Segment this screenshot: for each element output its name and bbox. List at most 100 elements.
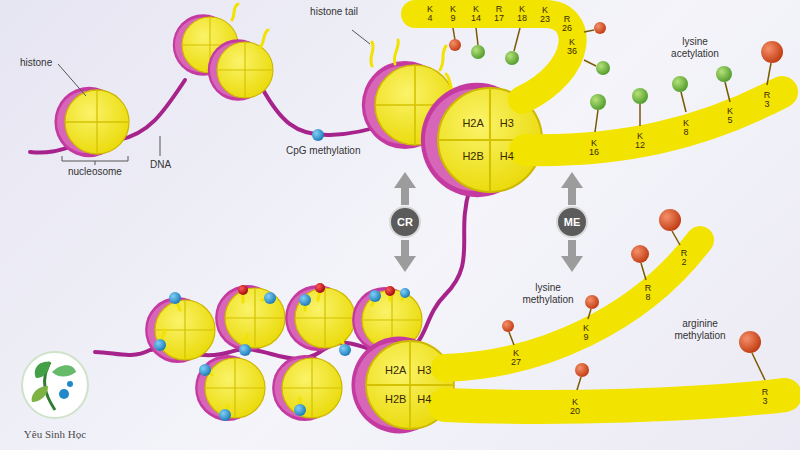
illustration-part bbox=[725, 82, 730, 102]
illustration-part bbox=[385, 286, 395, 296]
illustration-part bbox=[681, 92, 686, 112]
illustration-part bbox=[476, 28, 478, 45]
residue-label: K 9 bbox=[447, 5, 460, 23]
illustration-part bbox=[32, 386, 48, 402]
illustration-part bbox=[767, 63, 771, 85]
illustration-part bbox=[352, 30, 370, 44]
illustration-part bbox=[415, 14, 573, 100]
residue-label: K 5 bbox=[724, 107, 737, 125]
histone-label: H2A bbox=[385, 365, 406, 376]
part-label: lysine acetylation bbox=[664, 36, 726, 59]
illustration-part bbox=[62, 156, 128, 165]
illustration-part bbox=[577, 377, 581, 390]
illustration-part bbox=[584, 60, 596, 66]
residue-label: K 36 bbox=[566, 38, 579, 56]
residue-label: K 16 bbox=[588, 139, 601, 157]
part-label: arginine methylation bbox=[667, 318, 733, 341]
illustration-part bbox=[761, 41, 783, 63]
illustration-part bbox=[739, 331, 761, 353]
lollipops-top bbox=[449, 22, 783, 132]
watermark: Yêu Sinh Học bbox=[7, 428, 103, 441]
residue-label: K 23 bbox=[539, 6, 552, 24]
residue-label: R 3 bbox=[759, 388, 772, 406]
illustration-part bbox=[154, 339, 166, 351]
illustration-part bbox=[445, 240, 700, 368]
histone-label: H2B bbox=[462, 151, 483, 162]
process-circle: CR bbox=[389, 206, 421, 238]
illustration-part bbox=[52, 365, 76, 376]
illustration-part bbox=[294, 404, 306, 416]
cluster-dots bbox=[154, 283, 410, 421]
illustration-part bbox=[639, 104, 641, 126]
illustration-part bbox=[35, 362, 50, 378]
illustration-part bbox=[631, 245, 649, 263]
transition-arrows bbox=[394, 172, 583, 272]
residue-label: R 26 bbox=[561, 15, 574, 33]
illustration-part bbox=[595, 110, 598, 132]
illustration-part bbox=[58, 64, 86, 96]
illustration-part bbox=[59, 389, 69, 399]
residue-label: R 8 bbox=[642, 284, 655, 302]
upper-nucleosomes bbox=[54, 14, 455, 157]
part-label: histone tail bbox=[310, 6, 358, 18]
histone-label: H4 bbox=[500, 151, 514, 162]
illustration-part bbox=[394, 40, 398, 64]
illustration-part bbox=[752, 353, 765, 380]
illustration-part bbox=[264, 292, 276, 304]
histone-label: H4 bbox=[417, 394, 431, 405]
illustration-part bbox=[641, 263, 646, 280]
illustration-part bbox=[285, 285, 355, 351]
illustration-part bbox=[54, 87, 129, 157]
illustration-part bbox=[514, 28, 520, 51]
process-circle: ME bbox=[556, 206, 588, 238]
cpg-dot bbox=[312, 129, 324, 141]
illustration-part bbox=[449, 39, 461, 51]
circle-label: ME bbox=[564, 216, 581, 228]
illustration-part bbox=[232, 4, 238, 20]
circle-label: CR bbox=[397, 216, 413, 228]
illustration-part bbox=[632, 88, 648, 104]
compact-chromatin bbox=[145, 285, 454, 433]
illustration-part bbox=[400, 288, 410, 298]
illustration-part bbox=[195, 355, 265, 421]
histone-octamer: H2A H3H2B H4 bbox=[381, 356, 438, 413]
histone-label: H3 bbox=[417, 365, 431, 376]
illustration-part bbox=[590, 94, 606, 110]
illustration-part bbox=[584, 30, 594, 32]
illustration-part bbox=[67, 381, 73, 387]
illustration-part bbox=[445, 188, 470, 295]
illustration-part bbox=[561, 240, 583, 272]
part-label: DNA bbox=[150, 159, 171, 171]
leader-lines bbox=[58, 30, 370, 165]
residue-label: R 17 bbox=[493, 5, 506, 23]
illustration-part bbox=[371, 42, 373, 66]
illustration-part bbox=[525, 92, 782, 150]
logo bbox=[22, 352, 88, 418]
illustration-part bbox=[505, 51, 519, 65]
residue-label: K 12 bbox=[634, 132, 647, 150]
histone-label: H2A bbox=[462, 118, 483, 129]
illustration-part bbox=[585, 295, 599, 309]
residue-label: K 4 bbox=[424, 5, 437, 23]
illustration-part bbox=[502, 320, 514, 332]
illustration-part bbox=[369, 290, 381, 302]
illustration-part bbox=[672, 76, 688, 92]
histone-label: H3 bbox=[500, 118, 514, 129]
lollipops-bottom bbox=[502, 209, 765, 390]
part-label: CpG methylation bbox=[286, 145, 360, 157]
illustration-part bbox=[339, 344, 351, 356]
residue-label: K 9 bbox=[580, 324, 593, 342]
illustration-part bbox=[596, 61, 610, 75]
illustration-part bbox=[22, 352, 88, 418]
illustration-part bbox=[260, 30, 268, 48]
illustration-part bbox=[208, 39, 273, 101]
illustration-part bbox=[594, 22, 606, 34]
histone-label: H2B bbox=[385, 394, 406, 405]
illustration-part bbox=[394, 172, 416, 205]
illustration-part bbox=[145, 297, 215, 363]
part-label: nucleosome bbox=[68, 166, 122, 178]
illustration-part bbox=[672, 231, 680, 245]
illustration-part bbox=[219, 409, 231, 421]
illustration-part bbox=[716, 66, 732, 82]
